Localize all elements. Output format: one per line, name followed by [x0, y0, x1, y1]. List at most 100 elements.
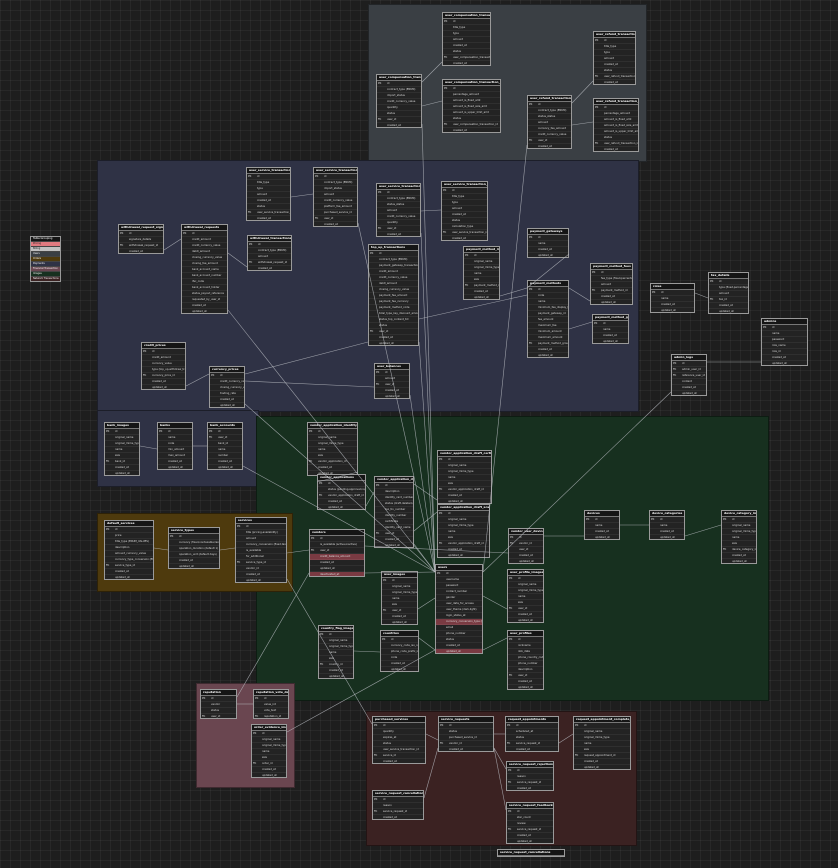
table-service-request-cancellations-b[interactable]: service_request_cancellations [497, 849, 565, 857]
field-name: user_id [538, 139, 548, 142]
field-name: currency (fixed,nontaxable,tax) [179, 541, 219, 544]
table-user-service-transaction-taxes[interactable]: user_service_transaction_taxesPKidtitle_… [441, 181, 488, 241]
table-currency-prices[interactable]: currency_pricesPKidcredit_currency_value… [209, 366, 245, 408]
key-marker [442, 194, 452, 199]
table-payment-method-groups[interactable]: payment_method_groupsPKidnamecreated_atu… [592, 314, 629, 344]
table-user-refund-transaction-penalties[interactable]: user_refund_transaction_penaltiesPKidper… [593, 98, 639, 152]
key-marker [438, 523, 448, 528]
field-name: nickname [518, 644, 531, 647]
table-row: created_at [210, 397, 244, 403]
table-row: status_status [377, 202, 420, 208]
table-row: type [442, 200, 487, 206]
field-name: bank_id [218, 442, 229, 445]
table-user-service-transaction-services[interactable]: user_service_transaction_servicesPKidtit… [246, 167, 291, 221]
table-user-compensation-transactions[interactable]: user_compensation_transactionsPKidcontra… [376, 74, 422, 128]
table-row: amount [594, 56, 635, 62]
field-name: percentage_amount [453, 93, 480, 96]
table-reputation-vote-details[interactable]: reputation_vote_detailsPKidvalue_intvote… [253, 689, 289, 719]
table-countries[interactable]: countriesPKidcurrency_code_iso_namephone… [380, 630, 419, 672]
table-vendor-application-drafts[interactable]: vendor_application_draftsPKiddescription… [374, 476, 414, 548]
table-row: created_at [443, 43, 490, 49]
field-name: closing_currency_value [220, 386, 244, 389]
key-marker [310, 572, 320, 576]
field-name: id [379, 252, 382, 255]
table-device-category-images[interactable]: device_category_imagesPKidoriginal_nameo… [721, 510, 757, 564]
key-marker: FK [320, 663, 324, 666]
table-vendor-application-identity-images[interactable]: vendor_application_identity_imagesPKidor… [307, 422, 358, 476]
key-marker: PK [202, 697, 206, 700]
table-vendor-application-draft-scan-images[interactable]: vendor_application_draft_scan_imagesPKid… [437, 504, 490, 558]
key-marker: PK [249, 243, 253, 246]
table-vendor-application-draft-certification-images[interactable]: vendor_application_draft_certification_i… [437, 450, 492, 504]
table-user-compensation-transaction-compensations[interactable]: user_compensation_transaction_compensati… [442, 79, 501, 133]
table-request-appointment-complete-images[interactable]: request_appointment_complete_imagesPKido… [573, 716, 631, 770]
table-withdrawal-request-signatures[interactable]: withdrawal_request_signaturesPKidsignatu… [118, 224, 164, 254]
field-name: created_at [453, 62, 467, 65]
key-marker [248, 248, 258, 253]
key-marker [509, 547, 519, 552]
field-name: vendor_id [519, 542, 532, 545]
field-name: created_at [601, 295, 615, 298]
table-row: currency (fixed,nontaxable,tax) [169, 540, 219, 546]
table-payment-method-images[interactable]: payment_method_imagesPKidoriginal_nameor… [463, 246, 500, 300]
table-row: type [443, 31, 490, 37]
key-marker [119, 237, 129, 242]
key-marker [169, 552, 179, 557]
key-marker: PK [378, 82, 382, 85]
table-row: created_at [593, 333, 628, 339]
table-order-evidence-images[interactable]: order_evidence_imagesPKidoriginal_nameor… [251, 724, 287, 778]
field-name: created_at [682, 386, 696, 389]
key-marker: PK [509, 577, 513, 580]
field-name: title (pricing,availability) [246, 531, 278, 534]
table-user-compensation-transaction-service[interactable]: user_compensation_transaction_servicePKi… [442, 12, 491, 66]
key-marker [375, 489, 385, 494]
table-user-refund-transaction-services[interactable]: user_refund_transaction_servicesPKidtitl… [593, 31, 636, 85]
key-marker: PK [444, 87, 448, 90]
key-marker [314, 180, 324, 185]
field-name: id [391, 638, 394, 641]
